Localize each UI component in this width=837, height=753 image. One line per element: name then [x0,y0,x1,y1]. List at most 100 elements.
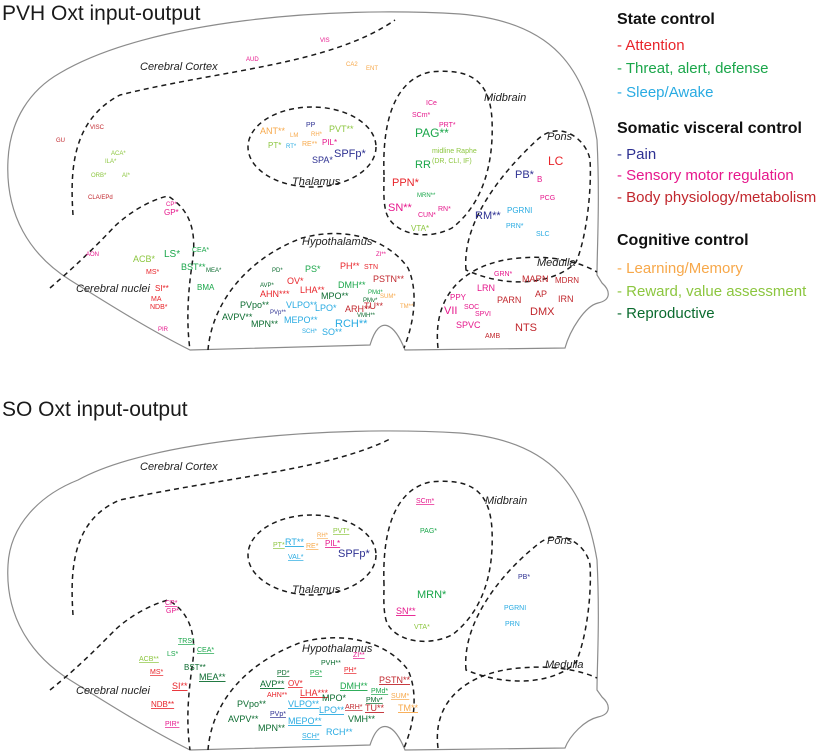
pvh-area-acb: ACB* [133,254,156,264]
pvh-area-pil: PIL* [322,138,337,147]
so-area-tu: TU** [365,703,384,713]
pvh-panel: PVH Oxt input-output Cerebral Cortex Mid… [2,2,609,351]
pvh-area-tm: TM** [400,304,414,310]
pvh-area-vlpo: VLPO** [286,300,318,310]
so-area-arh: ARH* [345,704,363,711]
so-region-boundaries [49,437,598,751]
pvh-area-irn: IRN [558,294,574,304]
pvh-pons-label: Pons [547,131,573,143]
pvh-area-ps: PS* [305,264,321,274]
so-area-pvpo: PVpo** [237,699,267,709]
legend-reproductive: - Reproductive [617,305,715,322]
pvh-region-boundaries [49,19,598,351]
pvh-area-mpn: MPN** [251,319,279,329]
pvh-area-rh: RH* [311,132,323,138]
pvh-area-ahn: AHN*** [260,289,290,299]
pvh-area-rm: RM** [475,210,501,222]
pvh-brain-outline [7,11,609,351]
pvh-area-mepo: MEPO** [284,315,318,325]
pvh-area-prn: PRN* [506,223,524,230]
pvh-area-lc: LC [548,154,564,168]
so-area-pb: PB* [518,574,530,581]
pvh-area-ppy: PPY [450,293,467,302]
so-area-pag: PAG* [420,528,437,535]
so-area-prn: PRN [505,621,520,628]
legend-attention: - Attention [617,37,685,54]
so-area-rch: RCH** [326,727,353,737]
so-pons-boundary [465,535,592,682]
pvh-medulla-label: Medulla [537,257,576,269]
so-area-cea: CEA* [197,647,214,654]
pvh-area-pd: PD* [272,268,283,274]
pvh-thalamus-label: Thalamus [292,176,341,188]
pvh-area-spvi: SPVI [475,311,491,318]
pvh-pons-boundary [465,130,592,283]
so-area-acb: ACB** [139,656,159,663]
pvh-area-mpo: MPO** [321,291,349,301]
so-area-bst: BST** [184,663,206,672]
so-panel-title: SO Oxt input-output [2,398,188,421]
so-area-ov: OV* [288,679,303,688]
pvh-area-ca2: CA2 [346,62,358,68]
legend: State control - Attention - Threat, aler… [617,11,816,322]
so-area-si: SI** [172,681,188,691]
pvh-area-tu: TU** [364,301,383,311]
so-midbrain-boundary [383,480,493,643]
pvh-area-vis: VIS [320,38,330,44]
pvh-area-ls: LS* [164,249,180,260]
pvh-midbrain-boundary [383,70,493,236]
so-cerebral-nuclei-boundary [49,599,195,751]
so-area-mpn: MPN** [258,723,286,733]
so-cortex-label: Cerebral Cortex [140,461,218,473]
so-area-mrn: MRN* [417,589,447,601]
legend-body: - Body physiology/metabolism [617,189,816,206]
pvh-area-aca: ACA* [111,151,126,157]
so-area-ps: PS* [310,670,322,677]
pvh-area-rn: RN* [438,206,451,213]
pvh-area-raphe2: (DR, CLI, IF) [432,158,472,165]
so-area-pmv: PMv* [366,697,383,704]
so-area-ahn: AHN** [267,692,288,699]
pvh-area-cea: CEA* [192,247,209,254]
pvh-area-mrn: MRN** [417,193,436,199]
pvh-area-raphe1: midline Raphe [432,148,477,155]
pvh-midbrain-label: Midbrain [484,92,526,104]
pvh-area-sn: SN** [388,202,413,214]
pvh-area-lrn: LRN [477,283,495,293]
pvh-area-cun: CUN* [418,212,436,219]
so-area-ph: PH* [344,667,357,674]
pvh-area-amb: AMB [485,333,501,340]
so-area-zi: ZI** [353,652,365,659]
so-area-pir: PIR* [165,721,180,728]
so-area-val: VAL* [288,554,304,561]
pvh-area-arh: ARH** [345,304,372,314]
pvh-area-pgrni: PGRNI [507,206,532,215]
pvh-area-grn: GRN* [494,271,513,278]
so-area-sn: SN** [396,606,416,616]
so-area-lpo: LPO** [319,705,345,715]
pvh-area-b: B [537,175,542,184]
legend-state-header: State control [617,11,715,28]
pvh-area-visc: VISC [90,125,105,131]
pvh-area-ms: MS* [146,269,160,276]
pvh-area-stn: STN [364,264,378,271]
so-area-pd: PD* [277,670,290,677]
so-area-pvp: PVp* [270,711,286,718]
pvh-area-labels: VISAUDCA2ENTVISCGUACA*ILA*ORB*AI*CLA/EPd… [56,38,579,340]
so-thalamus-boundary [247,514,377,596]
so-area-spfp: SPFp* [338,548,371,560]
pvh-area-ice: ICe [426,100,437,107]
pvh-area-bst: BST** [181,262,206,272]
pvh-area-zi: ZI** [376,252,387,258]
so-brain-outline [7,430,609,751]
pvh-area-pmd: PMd* [368,290,383,296]
so-area-scm: SCm* [416,498,435,505]
so-area-sch: SCH* [302,733,320,740]
pvh-area-pag: PAG** [415,126,449,140]
so-area-vmh: VMH** [348,714,376,724]
pvh-area-ila: ILA* [105,159,117,165]
pvh-area-lm: LM [290,133,298,139]
pvh-area-rt: RT* [286,144,297,150]
so-panel: SO Oxt input-output Cerebral Cortex Midb… [2,398,609,751]
pvh-area-ant: ANT** [260,126,286,136]
